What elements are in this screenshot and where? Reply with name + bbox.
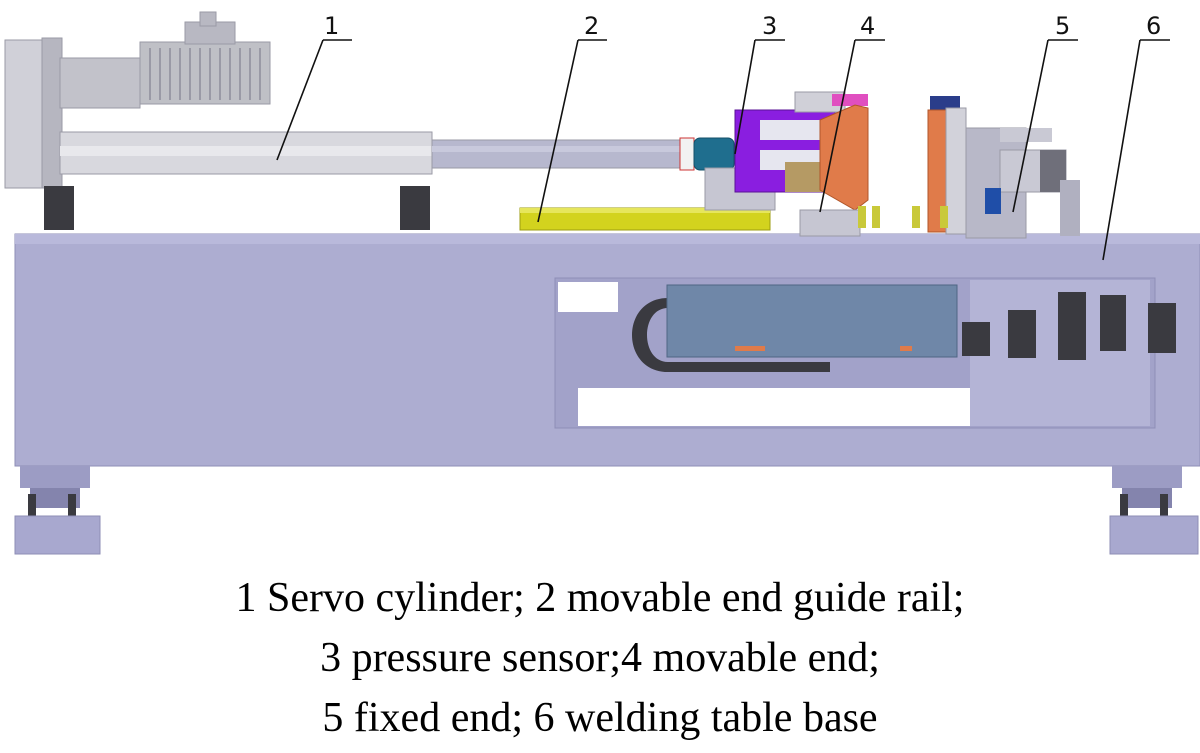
servo-cylinder: [4, 11, 681, 230]
base-leg-left: [14, 466, 101, 555]
welding-machine-diagram: 1 2 3 4 5 6: [4, 11, 1200, 555]
caption-line-2: 3 pressure sensor;4 movable end;: [320, 635, 880, 681]
caption-line-3: 5 fixed end; 6 welding table base: [322, 695, 878, 741]
callout-6: 6: [1146, 12, 1161, 40]
callout-1: 1: [324, 12, 339, 40]
electrical-blocks: [962, 292, 1176, 360]
movable-end-guide-rail: [519, 207, 771, 231]
callout-labels: 1 2 3 4 5 6: [324, 12, 1161, 40]
callout-4: 4: [860, 12, 875, 40]
callout-leaders: [276, 39, 1170, 261]
pressure-sensor: [679, 137, 735, 171]
callout-5: 5: [1055, 12, 1070, 40]
welding-table-base: [14, 233, 1200, 555]
callout-3: 3: [762, 12, 777, 40]
base-leg-right: [1109, 466, 1199, 555]
figure-caption: 1 Servo cylinder; 2 movable end guide ra…: [0, 568, 1200, 748]
movable-end: [704, 91, 880, 237]
callout-2: 2: [584, 12, 599, 40]
control-panel: [632, 284, 958, 372]
fixed-end: [912, 96, 1080, 239]
caption-line-1: 1 Servo cylinder; 2 movable end guide ra…: [235, 575, 965, 621]
